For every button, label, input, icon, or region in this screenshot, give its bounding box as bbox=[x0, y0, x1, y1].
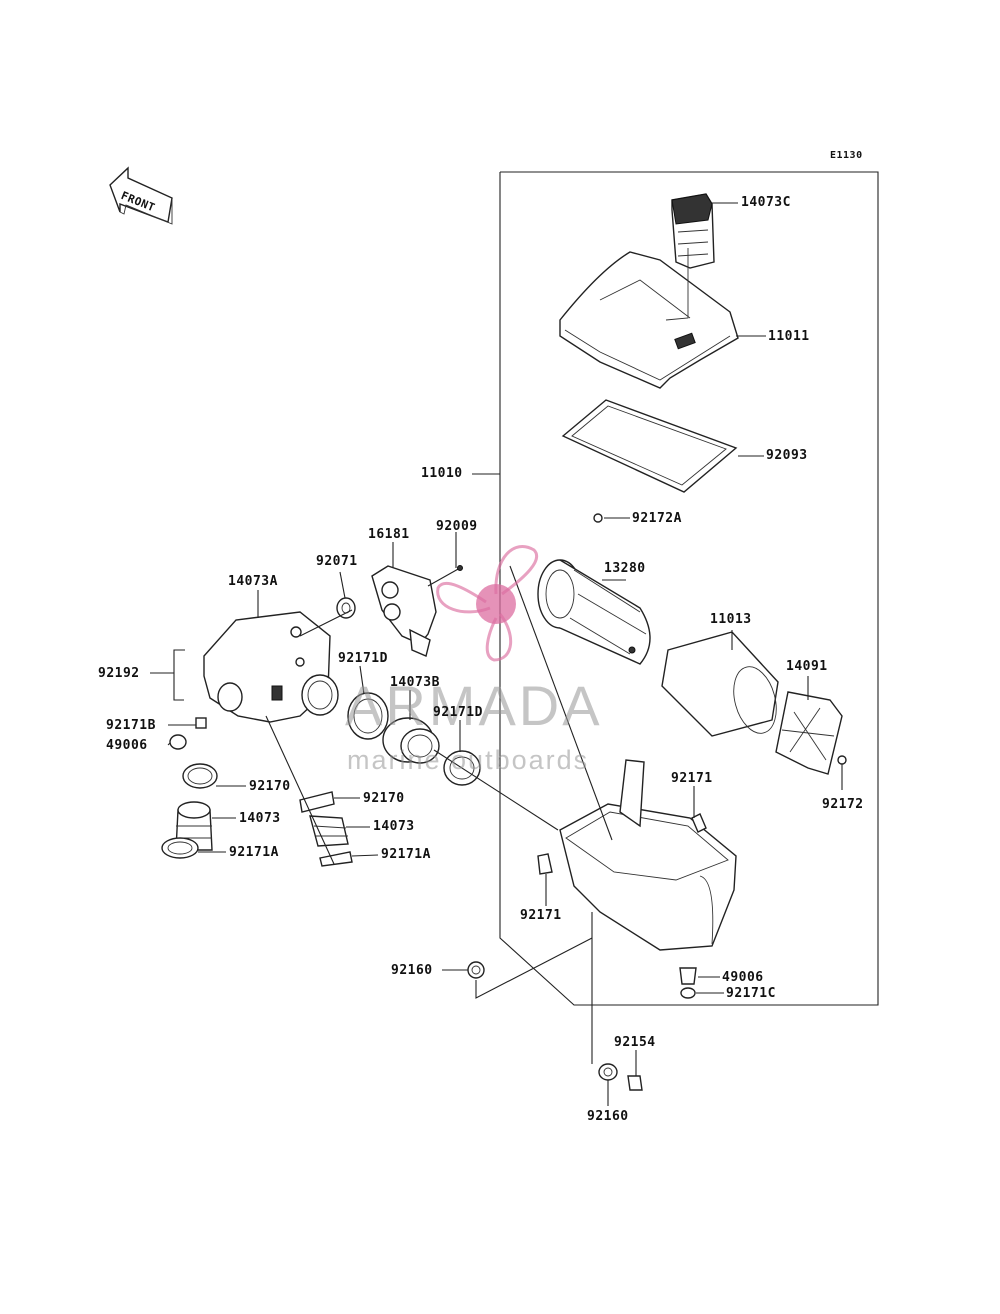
cover-11011 bbox=[559, 248, 739, 389]
sleeve-11013 bbox=[661, 631, 779, 737]
clip-92171b bbox=[195, 717, 207, 729]
clip-92171c bbox=[680, 987, 696, 999]
label-14073c: 14073C bbox=[741, 195, 791, 210]
grommet-92071 bbox=[336, 597, 356, 619]
label-92172a: 92172A bbox=[632, 511, 682, 526]
boot-14073b bbox=[382, 717, 440, 764]
label-92171-right: 92171 bbox=[671, 771, 713, 786]
duct-14073c bbox=[671, 193, 715, 269]
label-92160-left: 92160 bbox=[391, 963, 433, 978]
watermark-title: ARMADA bbox=[345, 674, 603, 737]
grommet-92160-bottom bbox=[598, 1063, 618, 1081]
label-13280: 13280 bbox=[604, 561, 646, 576]
label-92171c: 92171C bbox=[726, 986, 776, 1001]
label-92171d-b: 92171D bbox=[433, 705, 483, 720]
leader-lines bbox=[167, 202, 809, 1106]
label-92154: 92154 bbox=[614, 1035, 656, 1050]
label-11013: 11013 bbox=[710, 612, 752, 627]
clamp-92170-center bbox=[299, 791, 335, 813]
label-92171d-a: 92171D bbox=[338, 651, 388, 666]
screw-92172a bbox=[593, 513, 630, 523]
plug-49006-left bbox=[169, 734, 187, 750]
label-92171-left: 92171 bbox=[520, 908, 562, 923]
screw-92009 bbox=[427, 565, 463, 587]
plug-49006-right bbox=[679, 967, 697, 985]
housing-14073a bbox=[203, 611, 339, 723]
clamp-92171d-a bbox=[347, 692, 389, 740]
clip-92171-right bbox=[691, 813, 707, 833]
clamp-92171a-left bbox=[161, 837, 199, 859]
label-92093: 92093 bbox=[766, 448, 808, 463]
label-11010: 11010 bbox=[421, 466, 463, 481]
label-92172: 92172 bbox=[822, 797, 864, 812]
label-92170-center: 92170 bbox=[363, 791, 405, 806]
assembly-frame bbox=[499, 171, 879, 1006]
label-14091: 14091 bbox=[786, 659, 828, 674]
clamp-92171a-center bbox=[319, 851, 353, 867]
front-arrow-icon bbox=[109, 166, 173, 225]
label-49006-left: 49006 bbox=[106, 738, 148, 753]
label-11011: 11011 bbox=[768, 329, 810, 344]
watermark-subtitle: marine outboards bbox=[347, 745, 590, 775]
label-16181: 16181 bbox=[368, 527, 410, 542]
clamp-92170-left bbox=[182, 763, 218, 789]
boot-14073-center bbox=[309, 815, 349, 847]
label-14073a: 14073A bbox=[228, 574, 278, 589]
label-92170-left: 92170 bbox=[249, 779, 291, 794]
label-92171a-center: 92171A bbox=[381, 847, 431, 862]
screw-92172 bbox=[837, 755, 847, 790]
label-14073-center: 14073 bbox=[373, 819, 415, 834]
gasket-92093 bbox=[561, 399, 738, 493]
pipe-92192 bbox=[150, 649, 185, 701]
filter-13280 bbox=[537, 559, 651, 665]
label-92171a-left: 92171A bbox=[229, 845, 279, 860]
label-92192: 92192 bbox=[98, 666, 140, 681]
label-92071: 92071 bbox=[316, 554, 358, 569]
diagram-code: E1130 bbox=[830, 150, 863, 161]
label-14073b: 14073B bbox=[390, 675, 440, 690]
label-49006-right: 49006 bbox=[722, 970, 764, 985]
label-14073-left: 14073 bbox=[239, 811, 281, 826]
manifold-16181 bbox=[371, 565, 437, 657]
bolt-92154 bbox=[627, 1056, 643, 1091]
label-92009: 92009 bbox=[436, 519, 478, 534]
screen-14091 bbox=[775, 691, 843, 775]
clip-92171-left bbox=[537, 853, 553, 875]
label-92171b: 92171B bbox=[106, 718, 156, 733]
case-11010 bbox=[559, 759, 737, 951]
grommet-92160-left bbox=[467, 961, 485, 979]
watermark-propeller-icon bbox=[436, 545, 539, 662]
label-92160-bottom: 92160 bbox=[587, 1109, 629, 1124]
